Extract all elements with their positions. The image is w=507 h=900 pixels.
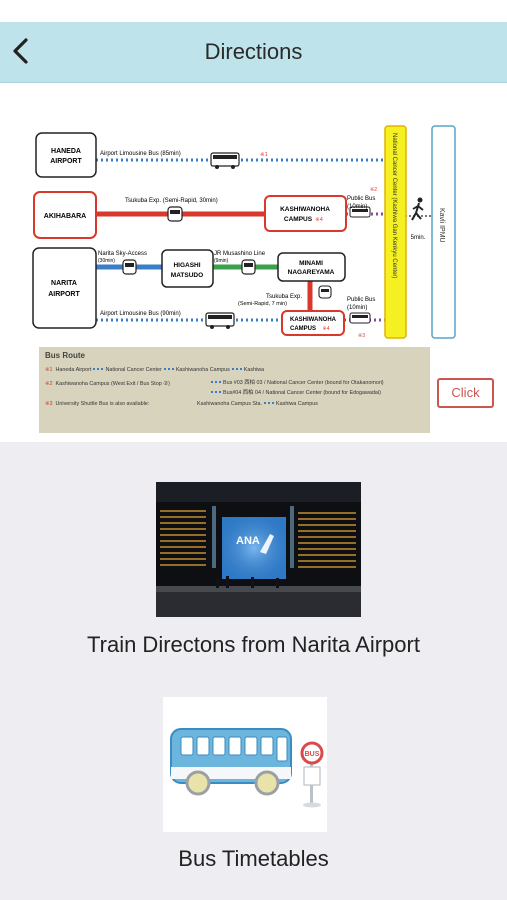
- svg-text:NARITA: NARITA: [51, 280, 77, 287]
- label-tsukuba-express: Tsukuba Exp.: [266, 294, 302, 300]
- svg-text:MINAMI: MINAMI: [299, 260, 323, 267]
- walking-person-icon: [411, 197, 424, 221]
- back-button[interactable]: [4, 30, 44, 74]
- label-public-bus-time: (10min): [347, 204, 367, 210]
- bus-timetables-label: Bus Timetables: [178, 846, 329, 871]
- bus-icon: [349, 312, 371, 324]
- bus-route-line-2: ※2 Kashiwanoha Campus (West Exit / Bus S…: [45, 381, 170, 387]
- svg-text:CAMPUS: CAMPUS: [290, 326, 316, 332]
- train-icon: [167, 206, 183, 222]
- airport-screen-text: ANA: [236, 535, 260, 547]
- mark-3: ※3: [358, 333, 365, 339]
- node-narita: NARITA AIRPORT: [32, 247, 97, 329]
- bus-icon: [210, 152, 240, 169]
- label-narita-sky-access: Narita Sky-Access: [98, 251, 147, 257]
- bus-route-line-3-stops: Kashiwanoha Campus Sta.Kashiwa Campus: [197, 401, 318, 407]
- svg-text:※4: ※4: [323, 326, 330, 332]
- bus-route-line-2-bus2: Bus#04 西柏 04 / National Cancer Center (b…: [209, 388, 381, 396]
- nav-header: Directions: [0, 22, 507, 83]
- svg-text:KASHIWANOHA: KASHIWANOHA: [280, 206, 330, 213]
- svg-text:CAMPUS: CAMPUS: [284, 216, 313, 223]
- svg-text:AKIHABARA: AKIHABARA: [44, 213, 86, 220]
- chevron-left-icon: [13, 38, 28, 64]
- svg-text:MATSUDO: MATSUDO: [171, 272, 203, 279]
- kavli-ipmu-bar: Kavli IPMU: [431, 125, 456, 339]
- node-minami-nagareyama: MINAMI NAGAREYAMA: [277, 252, 346, 282]
- node-higashi-matsudo: HIGASHI MATSUDO: [161, 249, 214, 288]
- label-jr-musashino-time: (9min): [214, 258, 229, 264]
- status-bar-area: [0, 0, 507, 22]
- bus-illustration: BUS: [163, 697, 327, 832]
- train-icon: [122, 259, 137, 275]
- bus-stop-sign-icon: BUS: [300, 741, 324, 808]
- train-icon: [318, 285, 332, 299]
- airport-terminal-photo: ANA: [156, 482, 361, 617]
- label-public-bus-lower: Public Bus: [347, 297, 375, 303]
- label-public-bus-lower-time: (10min): [347, 305, 367, 311]
- bus-route-line-2-bus1: Bus #03 西柏 03 / National Cancer Center (…: [209, 378, 384, 386]
- label-narita-sky-access-time: (30min): [98, 258, 115, 264]
- node-kashiwanoha-campus-lower: KASHIWANOHA CAMPUS ※4: [281, 310, 345, 336]
- map-click-button[interactable]: Click: [437, 378, 494, 408]
- node-kashiwanoha-campus-upper: KASHIWANOHA CAMPUS ※4: [264, 195, 347, 232]
- bus-icon: [349, 206, 371, 218]
- label-public-bus: Public Bus: [347, 196, 375, 202]
- walk-time: 5min.: [411, 235, 426, 241]
- bus-icon: [205, 312, 235, 329]
- node-akihabara: AKIHABARA: [33, 191, 97, 239]
- node-haneda: HANEDA AIRPORT: [35, 132, 97, 178]
- train-icon: [241, 259, 256, 275]
- svg-text:BUS: BUS: [305, 751, 320, 758]
- national-cancer-center-bar: National Cancer Center (Kashiwa Gan Kenk…: [384, 125, 407, 339]
- page-title: Directions: [204, 39, 303, 64]
- narita-train-directions-label: Train Directons from Narita Airport: [87, 632, 420, 657]
- label-airport-limousine-85: Airport Limousine Bus (85min): [100, 151, 181, 157]
- label-airport-limousine-90: Airport Limousine Bus (90min): [100, 311, 181, 317]
- svg-text:KASHIWANOHA: KASHIWANOHA: [290, 317, 337, 323]
- svg-text:AIRPORT: AIRPORT: [50, 158, 82, 165]
- route-map: HANEDA AIRPORT AKIHABARA NARITA AIRPORT …: [0, 83, 507, 442]
- svg-text:AIRPORT: AIRPORT: [48, 291, 80, 298]
- svg-text:※4: ※4: [315, 217, 323, 223]
- route-diagram: HANEDA AIRPORT AKIHABARA NARITA AIRPORT …: [32, 125, 456, 339]
- bus-route-line-3: ※3 University Shuttle Bus is also availa…: [45, 401, 150, 407]
- label-tsukuba-express-time: (Semi-Rapid, 7 min): [238, 301, 287, 307]
- bus-icon: [170, 728, 292, 796]
- svg-text:HANEDA: HANEDA: [51, 148, 81, 155]
- mark-2: ※2: [370, 187, 377, 193]
- svg-text:NAGAREYAMA: NAGAREYAMA: [288, 269, 335, 276]
- mark-1: ※1: [260, 152, 268, 158]
- svg-text:HIGASHI: HIGASHI: [173, 262, 200, 269]
- svg-text:National Cancer Center (Kashiw: National Cancer Center (Kashiwa Gan Kenk…: [391, 133, 397, 278]
- label-jr-musashino: JR Musashino Line: [214, 251, 266, 257]
- svg-text:Kavli IPMU: Kavli IPMU: [438, 208, 445, 243]
- label-tsukuba-semi-rapid: Tsukuba Exp. (Semi-Rapid, 30min): [125, 198, 218, 204]
